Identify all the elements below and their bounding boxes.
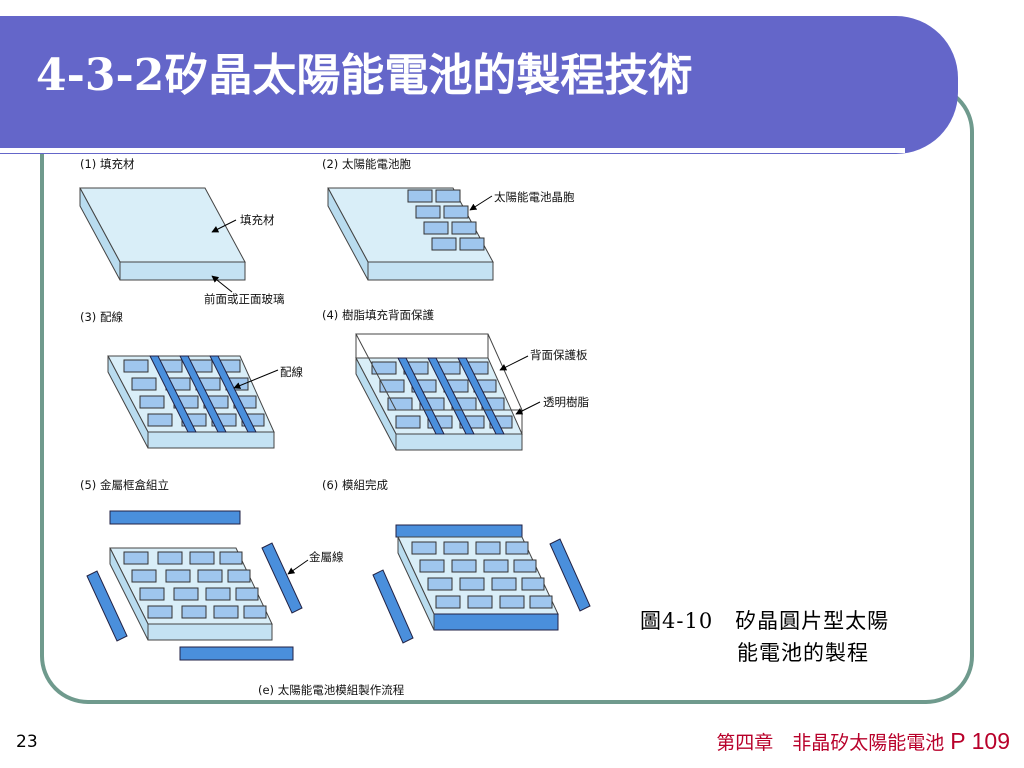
footer-chapter: 第四章 非晶矽太陽能電池: [716, 732, 945, 754]
step6-module: [372, 524, 591, 644]
step3-label: (3) 配線: [80, 310, 123, 324]
step3-wire-label: 配線: [280, 365, 303, 379]
figure-bottom-label: (e) 太陽能電池模組製作流程: [258, 683, 405, 697]
step1-glass-label: 前面或正面玻璃: [204, 292, 285, 306]
slide-number: 23: [16, 732, 38, 752]
caption-line-2: 能電池的製程: [737, 641, 869, 665]
step3-panel: [107, 355, 279, 449]
step5-assembly: [86, 510, 309, 661]
figure-caption: 圖4-10 矽晶圓片型太陽 能電池的製程: [640, 605, 889, 669]
step5-metal-wire-label: 金屬線: [309, 550, 344, 564]
step1-slab: [79, 187, 246, 293]
step1-label: (1) 填充材: [80, 157, 135, 171]
footer: 第四章 非晶矽太陽能電池 P 109: [716, 728, 1010, 755]
footer-page: P 109: [950, 728, 1010, 754]
slide-title: 4-3-2矽晶太陽能電池的製程技術: [36, 50, 693, 101]
step6-label: (6) 模組完成: [322, 478, 388, 492]
step4-panel: [355, 333, 541, 451]
step2-slab: [327, 187, 494, 281]
step1-filler-label: 填充材: [240, 213, 275, 227]
step4-resin-label: 透明樹脂: [543, 395, 589, 409]
title-bar: [0, 16, 958, 154]
caption-line-1: 圖4-10 矽晶圓片型太陽: [640, 609, 890, 633]
title-underline: [0, 148, 905, 153]
step5-label: (5) 金屬框盒組立: [80, 478, 169, 492]
step4-label: (4) 樹脂填充背面保護: [322, 308, 434, 322]
step4-backplate-label: 背面保護板: [530, 348, 588, 362]
step2-cell-label: 太陽能電池晶胞: [494, 190, 575, 204]
step2-label: (2) 太陽能電池胞: [322, 157, 411, 171]
